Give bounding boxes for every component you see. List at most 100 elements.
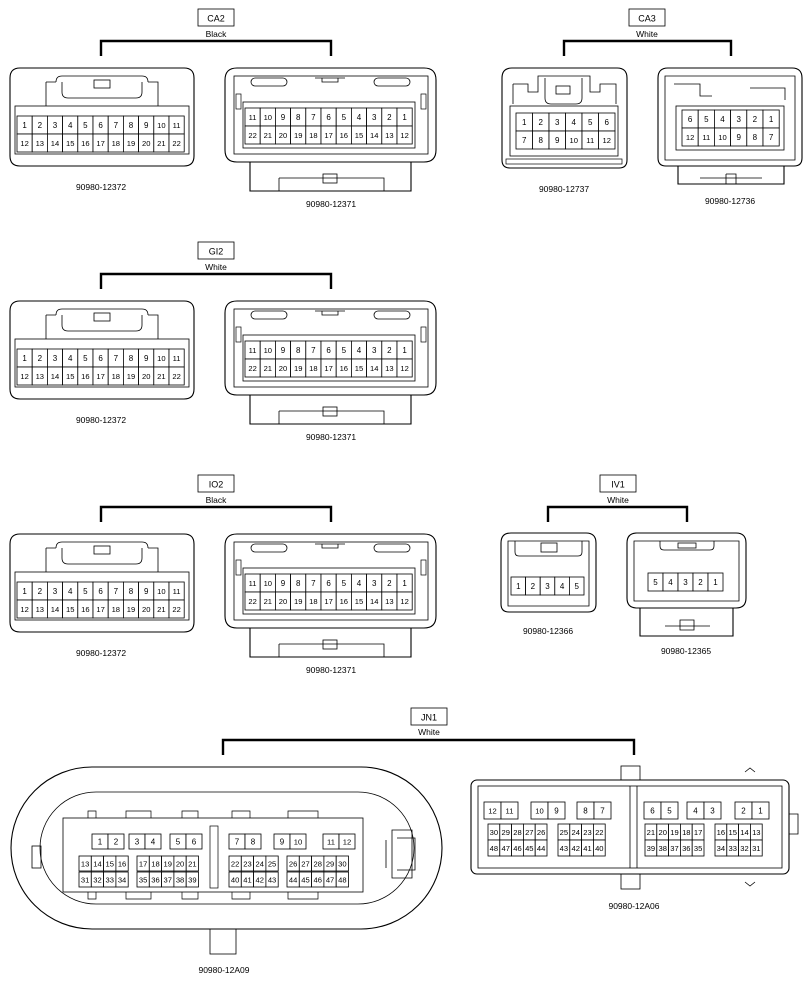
side-rail [420,559,427,576]
connector-housing [626,532,747,609]
pin-number: 45 [525,844,533,853]
pin-number: 10 [157,121,165,130]
pin-number: 8 [583,807,588,816]
side-rail [420,326,427,343]
connector-code-box [197,8,235,27]
pin-number: 8 [539,136,544,145]
pairing-bracket [99,272,333,289]
pin-number: 11 [173,121,181,130]
pin-number: 14 [51,605,59,614]
pin-number: 4 [68,587,73,596]
pin-number: 36 [151,876,159,885]
pin-number: 12 [686,133,694,142]
pin-number: 10 [718,133,726,142]
pin-cell [750,839,763,857]
pin-block [14,571,190,621]
pin-number: 2 [38,121,43,130]
connector-color: Black [206,495,228,505]
connector-color: White [636,29,658,39]
lock-housing [677,166,785,185]
pin-number: 6 [326,579,331,588]
side-tab [31,845,42,869]
pin-number: 8 [296,346,301,355]
pin-number: 19 [127,605,135,614]
housing-inner-outline [507,540,590,607]
pin-number: 5 [83,587,88,596]
pin-number: 5 [83,354,88,363]
pin-cell [168,366,185,386]
pin-number: 7 [769,133,774,142]
pin-number: 27 [525,828,533,837]
pin-cell [569,576,585,596]
housing-inner-outline [512,75,617,104]
pin-number: 16 [118,860,126,869]
pin-number: 26 [289,860,297,869]
pin-number: 4 [572,118,577,127]
connector-color: Black [206,29,228,39]
latch-slot [373,543,411,553]
pin-number: 2 [114,838,119,847]
pin-number: 15 [355,131,363,140]
part-number: 90980-12365 [661,646,711,656]
pin-number: 23 [243,860,251,869]
pin-number: 4 [151,838,156,847]
housing-inner-outline [39,791,415,905]
pin-number: 47 [501,844,509,853]
part-number: 90980-12371 [306,665,356,675]
pin-number: 18 [309,597,317,606]
pin-number: 22 [248,597,256,606]
connector-code-box [628,8,666,27]
pin-number: 20 [658,828,666,837]
pin-cell [185,855,199,872]
pin-number: 29 [326,860,334,869]
connector-housing [224,67,437,163]
pin-number: 38 [658,844,666,853]
connector-code: CA2 [207,14,225,24]
pin-cell [703,801,722,820]
pin-number: 17 [96,139,104,148]
pin-number: 40 [595,844,603,853]
pin-number: 16 [717,828,725,837]
latch-slot [250,77,288,87]
pin-number: 7 [235,838,240,847]
pin-cell [107,833,125,850]
pin-number: 10 [264,113,272,122]
pin-cell [168,133,185,153]
pin-number: 20 [142,605,150,614]
pin-number: 14 [51,372,59,381]
pin-number: 6 [98,354,103,363]
side-latch [744,767,799,887]
pin-block [242,334,416,382]
locking-tab [677,542,697,549]
connector-housing [657,67,803,167]
pin-number: 15 [355,597,363,606]
pin-number: 30 [490,828,498,837]
locking-tab [315,310,345,316]
pin-number: 18 [309,364,317,373]
pin-number: 40 [231,876,239,885]
pin-number: 26 [537,828,545,837]
pin-number: 21 [264,364,272,373]
pin-cell [144,833,162,850]
pin-number: 4 [357,113,362,122]
pin-number: 11 [173,587,181,596]
housing-inner-outline [45,75,159,106]
pin-number: 3 [545,582,550,591]
pin-number: 22 [248,131,256,140]
lock-housing-inner [278,643,385,657]
pin-number: 24 [571,828,579,837]
pin-cell [185,871,199,888]
pin-number: 7 [114,587,119,596]
pin-number: 8 [129,587,134,596]
pin-number: 10 [535,807,543,816]
pin-cell [707,572,724,592]
pin-number: 42 [256,876,264,885]
pin-number: 41 [243,876,251,885]
pin-number: 44 [537,844,545,853]
pin-number: 10 [157,354,165,363]
